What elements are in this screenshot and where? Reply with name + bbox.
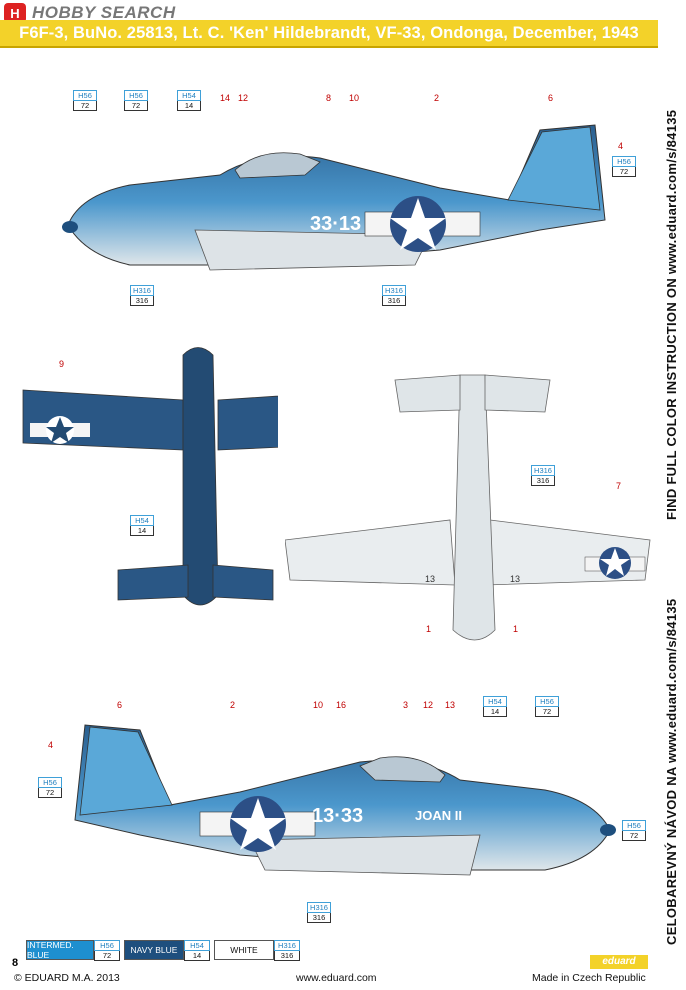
- legend-swatch: NAVY BLUE: [124, 940, 184, 960]
- nose-art-name: JOAN II: [415, 808, 462, 823]
- callout-number: 12: [423, 700, 434, 710]
- footer-copyright: © EDUARD M.A. 2013: [14, 972, 120, 984]
- callout-number: 16: [336, 700, 347, 710]
- footer-made-in: Made in Czech Republic: [532, 972, 646, 984]
- callout-number: 12: [238, 93, 249, 103]
- callout-number: 6: [117, 700, 123, 710]
- callout-number: 7: [616, 481, 622, 491]
- callout-number: 2: [434, 93, 440, 103]
- hobby-search-watermark: H HOBBY SEARCH: [4, 2, 176, 24]
- eduard-logo: eduard: [590, 955, 648, 969]
- callout-number: 4: [618, 141, 624, 151]
- callout-number: 1: [426, 624, 432, 634]
- page-number: 8: [12, 957, 19, 969]
- callout-number: 6: [548, 93, 554, 103]
- callout-number: 2: [230, 700, 236, 710]
- title-bar: F6F-3, BuNo. 25813, Lt. C. 'Ken' Hildebr…: [0, 20, 658, 48]
- callout-number: 4: [48, 740, 54, 750]
- aircraft-profile-left: 33·13: [62, 124, 606, 271]
- fuselage-number-left: 33·13: [310, 213, 361, 235]
- footer-website: www.eduard.com: [296, 972, 377, 984]
- callout-number: 8: [326, 93, 332, 103]
- aircraft-plan-top: [22, 347, 278, 606]
- callout-number: 9: [59, 359, 65, 369]
- aircraft-plan-bottom: 13 13: [285, 374, 651, 641]
- watermark-text: HOBBY SEARCH: [32, 3, 176, 22]
- side-text-english: FIND FULL COLOR INSTRUCTION ON www.eduar…: [664, 109, 679, 520]
- legend-swatch: INTERMED. BLUE: [26, 940, 94, 960]
- wing-number: 13: [510, 574, 520, 584]
- side-text-czech: CELOBAREVNÝ NÁVOD NA www.eduard.com/s/84…: [664, 598, 679, 945]
- callout-number: 10: [313, 700, 324, 710]
- hobby-search-logo-icon: H: [4, 3, 26, 23]
- callout-number: 1: [513, 624, 519, 634]
- fuselage-number-right: 13·33: [312, 805, 363, 827]
- aircraft-profile-right: 13·33 JOAN II: [74, 724, 616, 876]
- legend-swatch: WHITE: [214, 940, 274, 960]
- wing-number: 13: [425, 574, 435, 584]
- page-title: F6F-3, BuNo. 25813, Lt. C. 'Ken' Hildebr…: [19, 23, 639, 42]
- callout-number: 13: [445, 700, 456, 710]
- callout-number: 3: [403, 700, 409, 710]
- callout-number: 14: [220, 93, 231, 103]
- callout-number: 10: [349, 93, 360, 103]
